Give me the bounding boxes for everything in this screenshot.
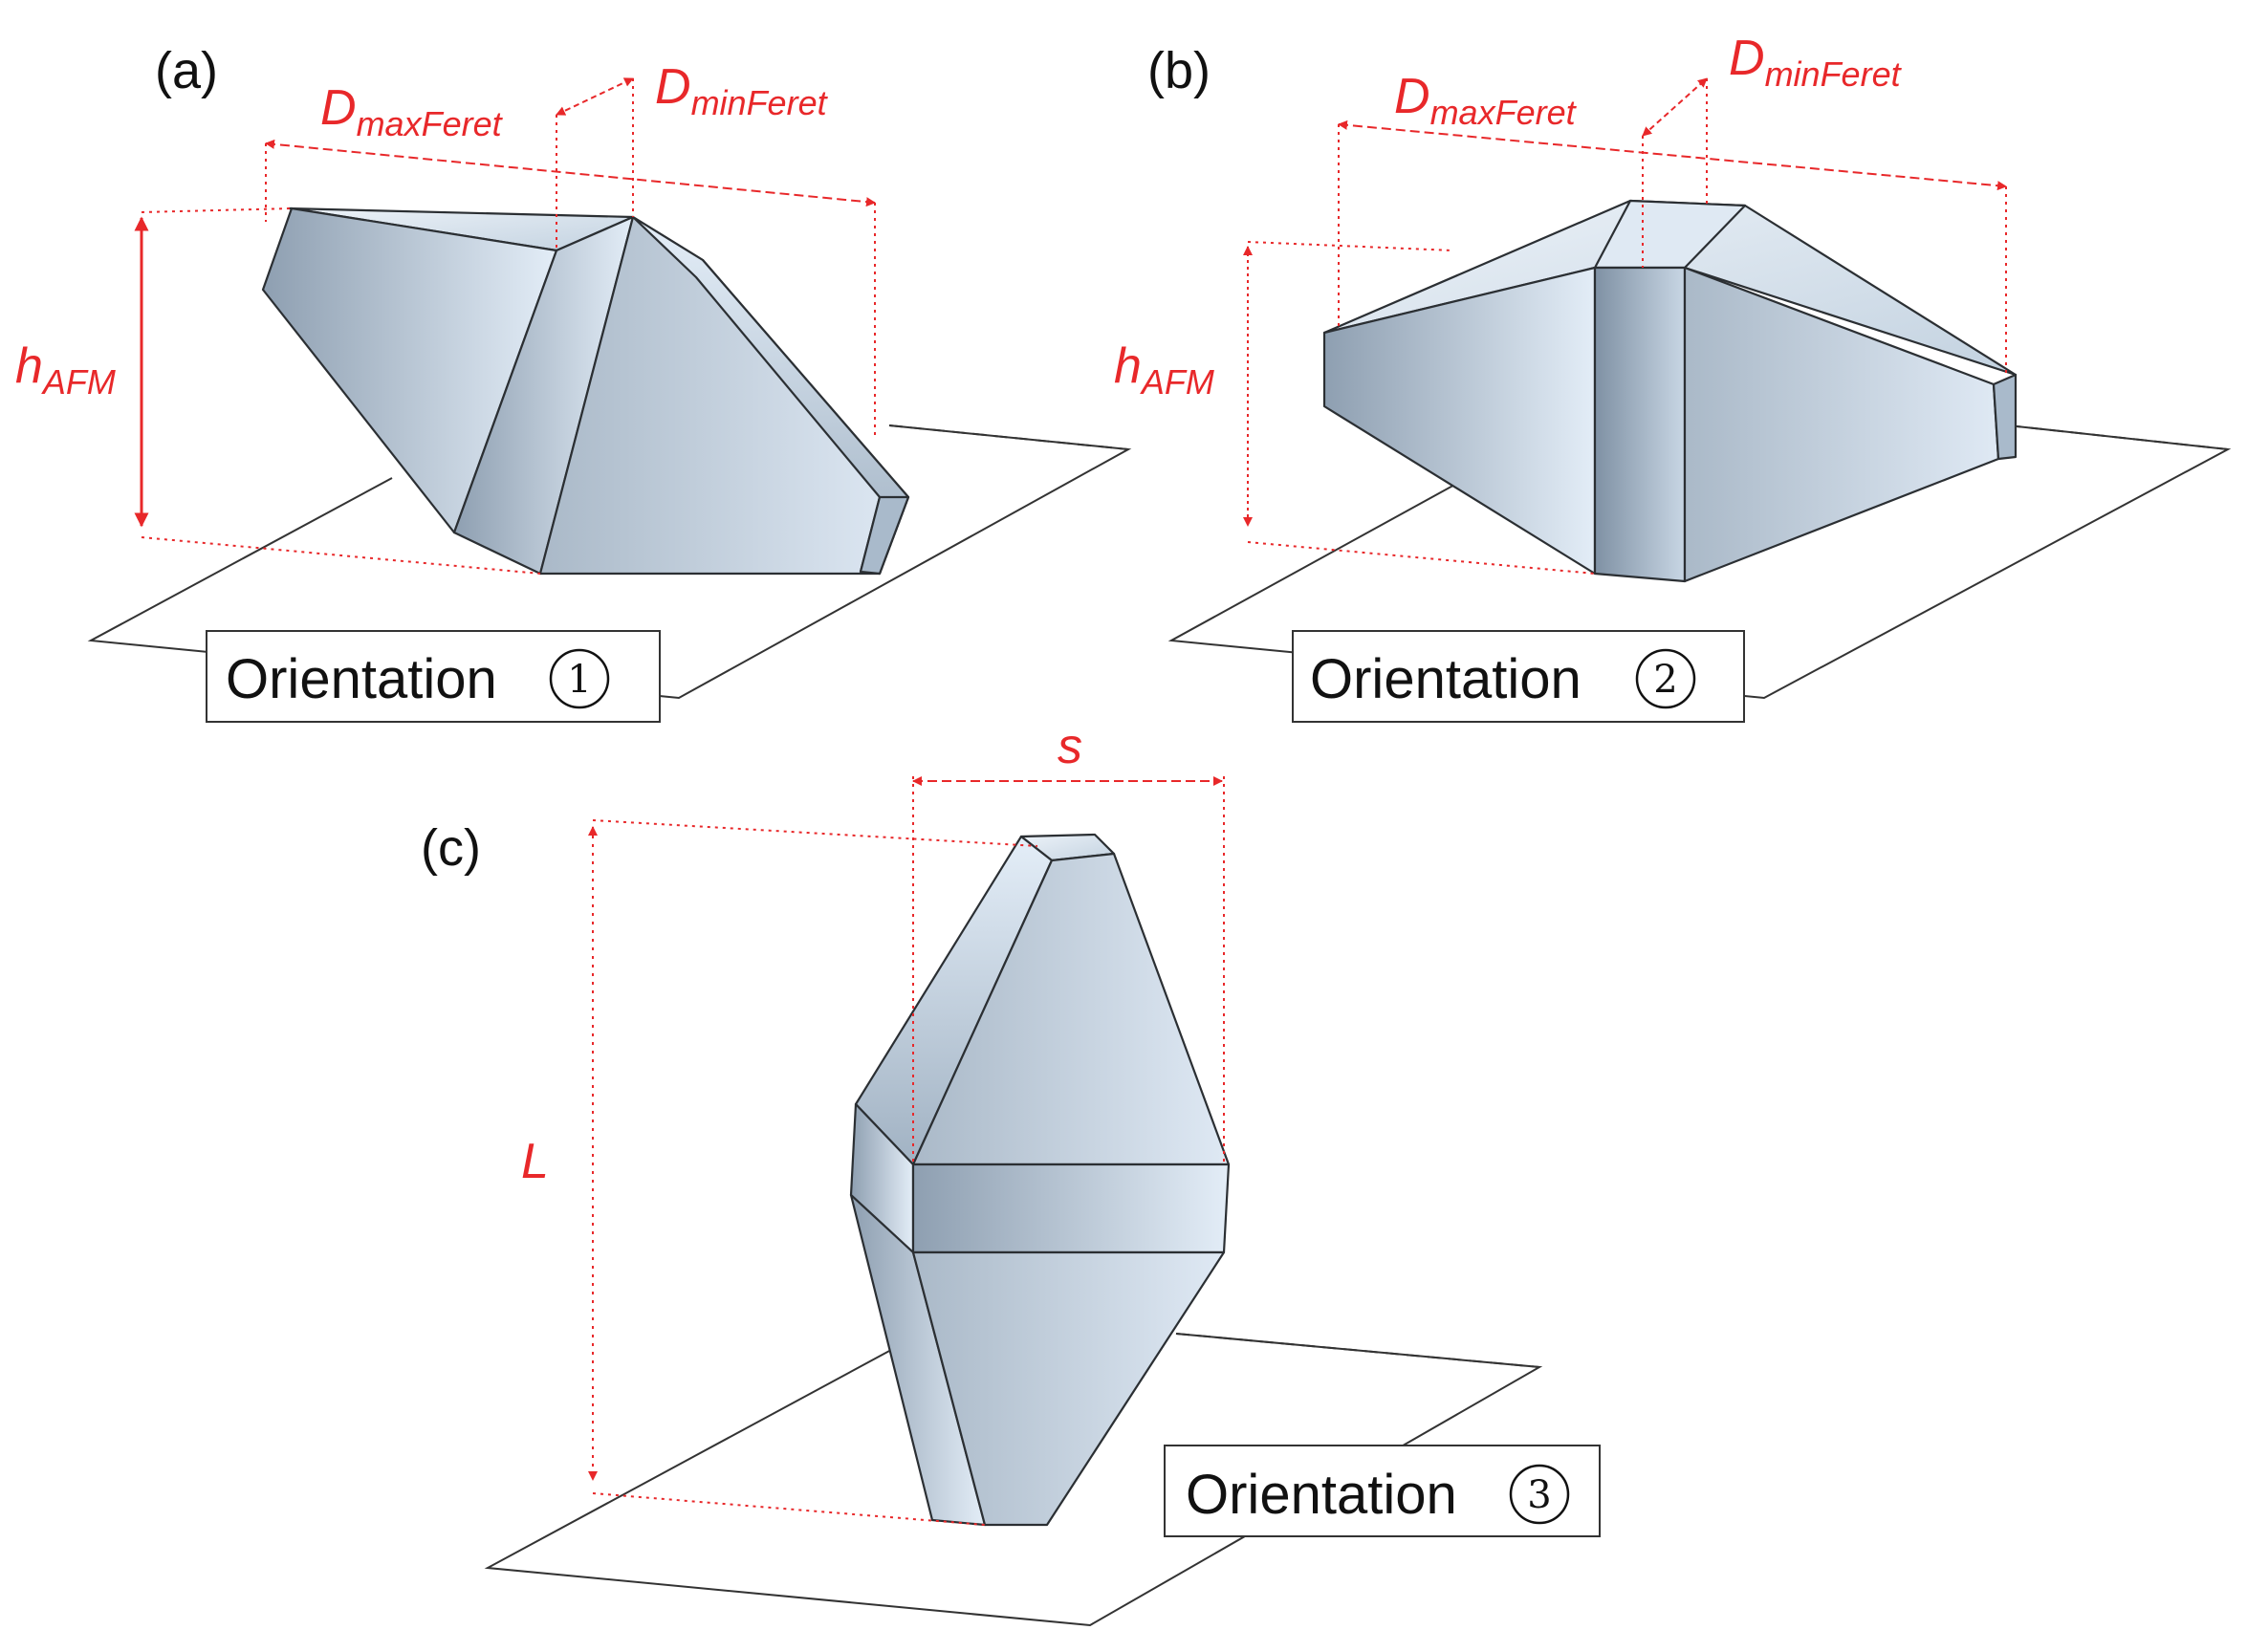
face-band (911, 1163, 1231, 1254)
svg-text:Orientation: Orientation (1310, 648, 1582, 710)
h-label-b: hAFM (1114, 338, 1214, 402)
dmax-dim-line (1338, 120, 2007, 191)
svg-text:Orientation: Orientation (1186, 1464, 1457, 1526)
panel-c: (c) s L Orientation 3 (421, 719, 1601, 1627)
h-ext-top (141, 207, 293, 213)
dmin-label-b: DminFeret (1729, 31, 1903, 94)
dmin-label-a: DminFeret (655, 59, 829, 122)
orientation-label-a: Orientation 1 (206, 630, 661, 723)
face-end (1992, 373, 2018, 461)
panel-b: (b) DmaxFeret DminFeret hAFM Orientation… (1114, 31, 2232, 723)
dmax-label-a: DmaxFeret (320, 80, 504, 143)
dimensions-c (588, 776, 1225, 1526)
ground-plane-dashed-edge (888, 424, 1129, 450)
face-left (1322, 266, 1597, 576)
face-center (1593, 266, 1687, 583)
L-ext-top (592, 819, 1038, 847)
panel-label-a: (a) (155, 42, 218, 99)
orientation-number-circle (1635, 648, 1696, 709)
dmin-dim-line (1642, 77, 1708, 137)
svg-text:2: 2 (1653, 658, 1677, 702)
svg-text:Orientation: Orientation (226, 648, 497, 710)
orientation-number-circle (1509, 1464, 1570, 1525)
crystal-a (261, 206, 910, 576)
ground-plane-dashed-edge (1175, 1333, 1540, 1368)
crystal-c (849, 833, 1231, 1527)
ground-plane-dashed-edge (2007, 424, 2229, 450)
panel-label-c: (c) (421, 819, 481, 877)
dmax-label-b: DmaxFeret (1394, 69, 1578, 132)
orientation-label-b: Orientation 2 (1292, 630, 1745, 723)
dmax-dim-line (265, 139, 876, 207)
orientation-label-c: Orientation 3 (1164, 1445, 1601, 1537)
s-label: s (1058, 719, 1082, 774)
dimensions-a (134, 77, 876, 575)
dmin-dim-line (556, 77, 634, 116)
h-ext-bottom (141, 536, 541, 575)
h-ext-top (1247, 241, 1454, 251)
face-end (859, 495, 910, 576)
panel-a: (a) DmaxFeret DminFeret hAFM Orientation… (15, 42, 1132, 723)
face-lower-right (911, 1250, 1226, 1527)
svg-text:1: 1 (567, 658, 591, 702)
crystal-b (1322, 199, 2018, 583)
panel-label-b: (b) (1147, 42, 1211, 99)
svg-text:3: 3 (1527, 1473, 1551, 1517)
L-label: L (521, 1134, 549, 1189)
dimensions-b (1243, 77, 2007, 575)
orientation-number-circle (549, 648, 610, 709)
h-label-a: hAFM (15, 338, 116, 402)
